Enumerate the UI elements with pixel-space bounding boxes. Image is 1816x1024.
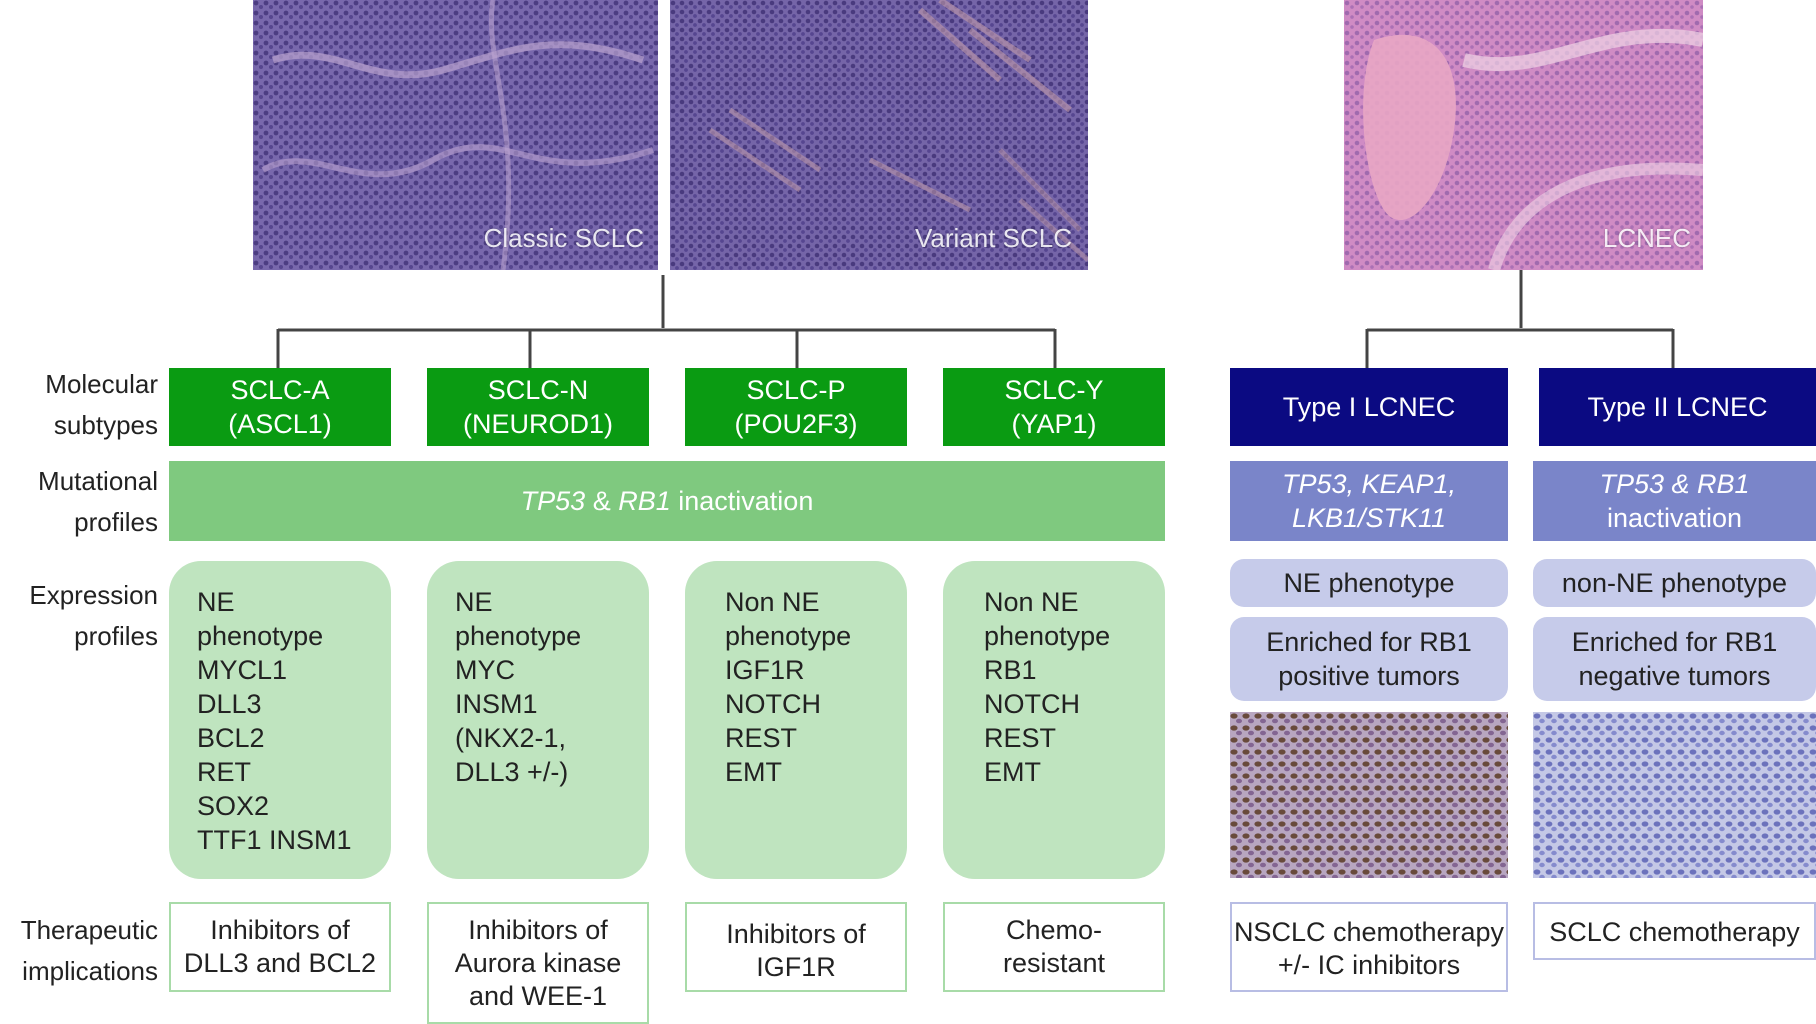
subtype-sclc-n: SCLC-N (NEUROD1) — [427, 368, 649, 446]
classic-sclc-texture — [253, 0, 658, 270]
subtype-sclc-a: SCLC-A (ASCL1) — [169, 368, 391, 446]
expression-sclc-n: NE phenotype MYC INSM1 (NKX2-1, DLL3 +/-… — [427, 561, 649, 879]
sclc-mutation-bar: TP53 & RB1 inactivation — [169, 461, 1165, 541]
therapy-lcnec-2: SCLC chemotherapy — [1533, 902, 1816, 960]
row-label-mutational: Mutational profiles — [38, 466, 158, 537]
lcnec-image: LCNEC — [1344, 0, 1703, 270]
therapy-sclc-y: Chemo- resistant — [943, 902, 1165, 992]
lcnec-enrichment-1: Enriched for RB1 positive tumors — [1230, 617, 1508, 701]
therapy-sclc-a: Inhibitors of DLL3 and BCL2 — [169, 902, 391, 992]
classic-sclc-label: Classic SCLC — [483, 223, 644, 253]
rb1-negative-texture — [1533, 712, 1816, 878]
classic-sclc-image: Classic SCLC — [253, 0, 658, 270]
therapy-lcnec-1: NSCLC chemotherapy +/- IC inhibitors — [1230, 902, 1508, 992]
lcnec-enrichment-2: Enriched for RB1 negative tumors — [1533, 617, 1816, 701]
expression-sclc-y: Non NE phenotype RB1 NOTCH REST EMT — [943, 561, 1165, 879]
expression-sclc-a: NE phenotype MYCL1 DLL3 BCL2 RET SOX2 TT… — [169, 561, 391, 879]
lcnec-label: LCNEC — [1602, 223, 1691, 253]
row-label-expression: Expression profiles — [29, 580, 158, 651]
row-label-molecular: Molecular subtypes — [45, 369, 158, 440]
lcnec-type-2: Type II LCNEC — [1539, 368, 1816, 446]
therapy-sclc-n: Inhibitors of Aurora kinase and WEE-1 — [427, 902, 649, 1024]
lcnec-phenotype-2: non-NE phenotype — [1533, 559, 1816, 607]
rb1-positive-texture — [1230, 712, 1508, 878]
lcnec-mutation-2: TP53 & RB1 inactivation — [1533, 461, 1816, 541]
variant-sclc-texture — [670, 0, 1088, 270]
subtype-sclc-y: SCLC-Y (YAP1) — [943, 368, 1165, 446]
variant-sclc-image: Variant SCLC — [670, 0, 1088, 270]
lcnec-type-1: Type I LCNEC — [1230, 368, 1508, 446]
lcnec-texture — [1344, 0, 1703, 270]
lcnec-mutation-1: TP53, KEAP1, LKB1/STK11 — [1230, 461, 1508, 541]
row-label-therapeutic: Therapeutic implications — [20, 915, 158, 986]
lcnec-phenotype-1: NE phenotype — [1230, 559, 1508, 607]
subtype-sclc-p: SCLC-P (POU2F3) — [685, 368, 907, 446]
variant-sclc-label: Variant SCLC — [914, 223, 1072, 253]
lcnec-ihc-rb1-positive-image — [1230, 712, 1508, 878]
lcnec-ihc-rb1-negative-image — [1533, 712, 1816, 878]
therapy-sclc-p: Inhibitors of IGF1R — [685, 902, 907, 992]
expression-sclc-p: Non NE phenotype IGF1R NOTCH REST EMT — [685, 561, 907, 879]
